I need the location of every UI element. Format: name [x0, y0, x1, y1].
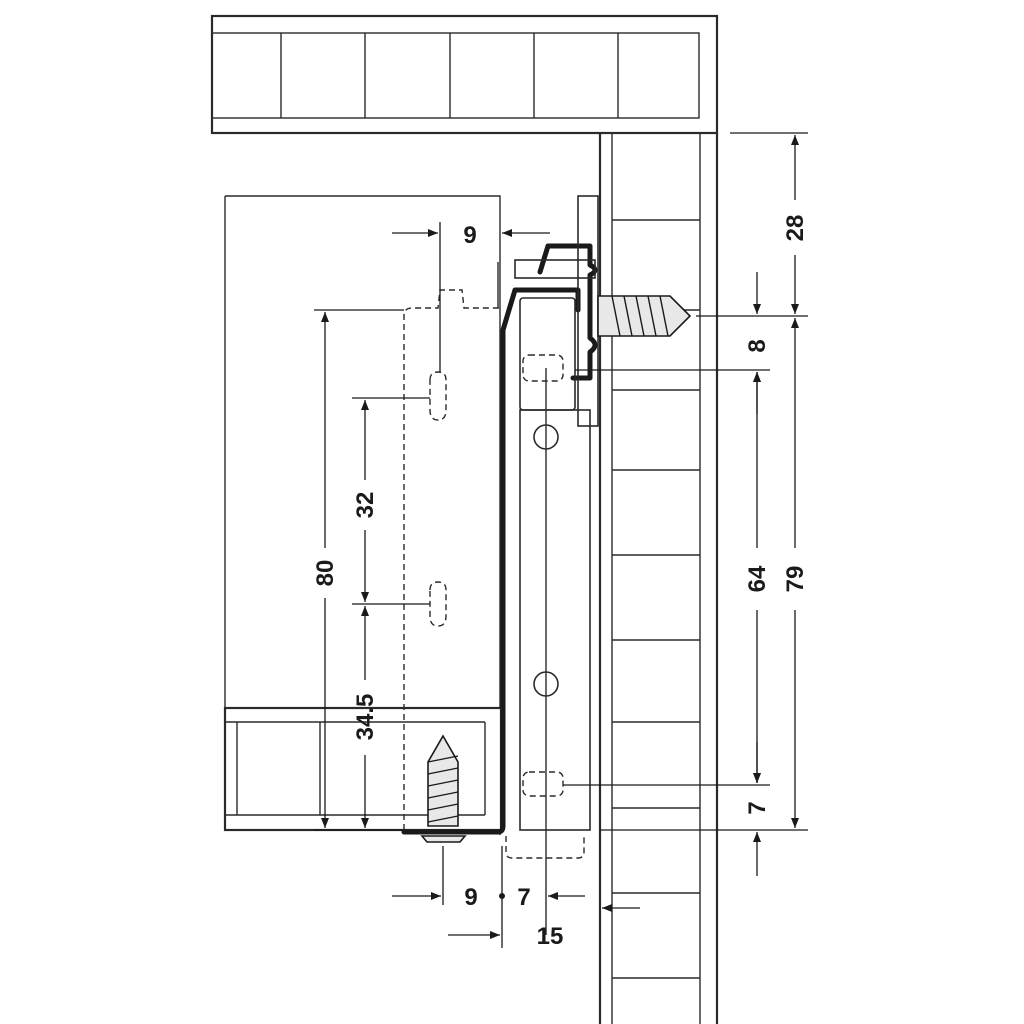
drawer-side-panel — [224, 195, 501, 835]
dim-label-top-9: 9 — [463, 222, 476, 249]
dim-label-79: 79 — [782, 566, 809, 593]
hidden-rail-profile — [403, 289, 585, 859]
drawer-screw — [420, 734, 467, 843]
dimension-lines — [314, 132, 808, 948]
runner-profile — [401, 195, 599, 935]
dim-label-bottom-15: 15 — [537, 923, 564, 950]
dim-label-80: 80 — [312, 560, 339, 587]
dim-label-64: 64 — [744, 565, 771, 592]
dim-label-28: 28 — [782, 215, 809, 242]
dim-label-34-5: 34.5 — [352, 694, 379, 741]
dim-label-7-right: 7 — [744, 801, 771, 814]
cabinet-screw — [597, 295, 692, 337]
dim-label-bottom-7: 7 — [517, 884, 530, 911]
dim-label-8: 8 — [744, 339, 771, 352]
dim-label-32: 32 — [352, 492, 379, 519]
cabinet-side-panel — [598, 133, 719, 1024]
dim-label-bottom-9: 9 — [464, 884, 477, 911]
cabinet-top-panel — [210, 14, 719, 135]
